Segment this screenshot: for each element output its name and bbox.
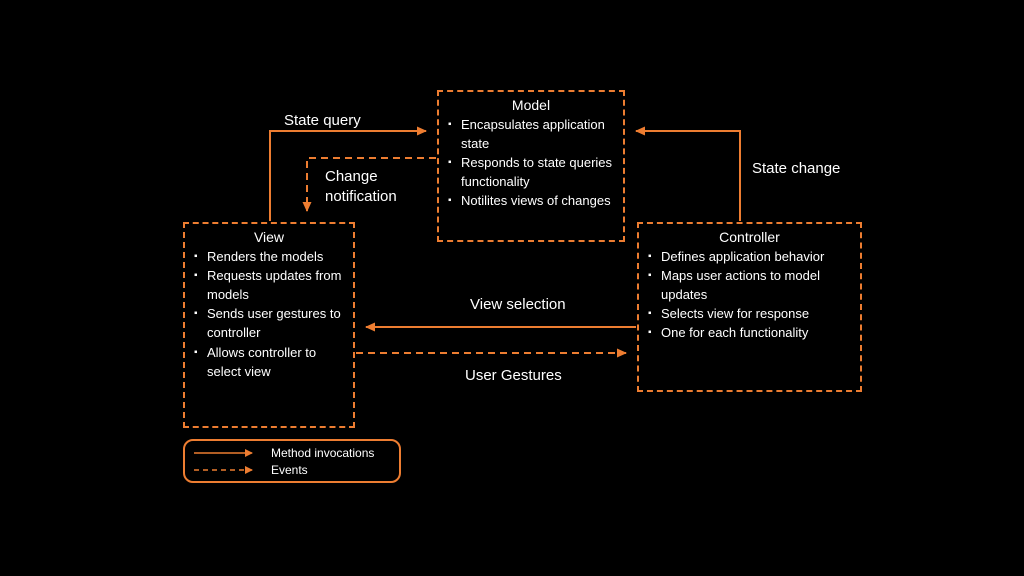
model-bullets: Encapsulates application state Responds … xyxy=(447,115,615,211)
bullet-item: Sends user gestures to controller xyxy=(193,304,345,342)
change-notification-label: Change notification xyxy=(325,168,397,206)
dashed-arrow-icon xyxy=(194,466,253,474)
bullet-item: Selects view for response xyxy=(647,304,852,323)
state-query-label: State query xyxy=(284,112,361,129)
view-title: View xyxy=(253,229,285,245)
controller-box: Controller Defines application behavior … xyxy=(637,222,862,392)
solid-arrow-icon xyxy=(194,449,253,457)
bullet-item: Renders the models xyxy=(193,247,345,266)
bullet-item: Defines application behavior xyxy=(647,247,852,266)
bullet-item: Notilites views of changes xyxy=(447,191,615,210)
legend-method-invocations-row: Method invocations xyxy=(193,446,391,460)
state-change-arrow xyxy=(635,126,741,221)
legend-method-invocations-label: Method invocations xyxy=(271,446,375,460)
bullet-item: Maps user actions to model updates xyxy=(647,266,852,304)
legend-events-row: Events xyxy=(193,463,391,477)
view-selection-label: View selection xyxy=(470,296,566,313)
legend-box: Method invocations Events xyxy=(183,439,401,483)
view-box: View Renders the models Requests updates… xyxy=(183,222,355,428)
model-box: Model Encapsulates application state Res… xyxy=(437,90,625,242)
controller-title: Controller xyxy=(719,229,780,245)
user-gestures-label: User Gestures xyxy=(465,367,562,384)
bullet-item: One for each functionality xyxy=(647,323,852,342)
bullet-item: Responds to state queries functionality xyxy=(447,153,615,191)
bullet-item: Encapsulates application state xyxy=(447,115,615,153)
legend-events-label: Events xyxy=(271,463,308,477)
controller-bullets: Defines application behavior Maps user a… xyxy=(647,247,852,343)
state-change-label: State change xyxy=(752,160,841,177)
view-bullets: Renders the models Requests updates from… xyxy=(193,247,345,381)
bullet-item: Requests updates from models xyxy=(193,266,345,304)
model-title: Model xyxy=(511,97,551,113)
bullet-item: Allows controller to select view xyxy=(193,343,345,381)
